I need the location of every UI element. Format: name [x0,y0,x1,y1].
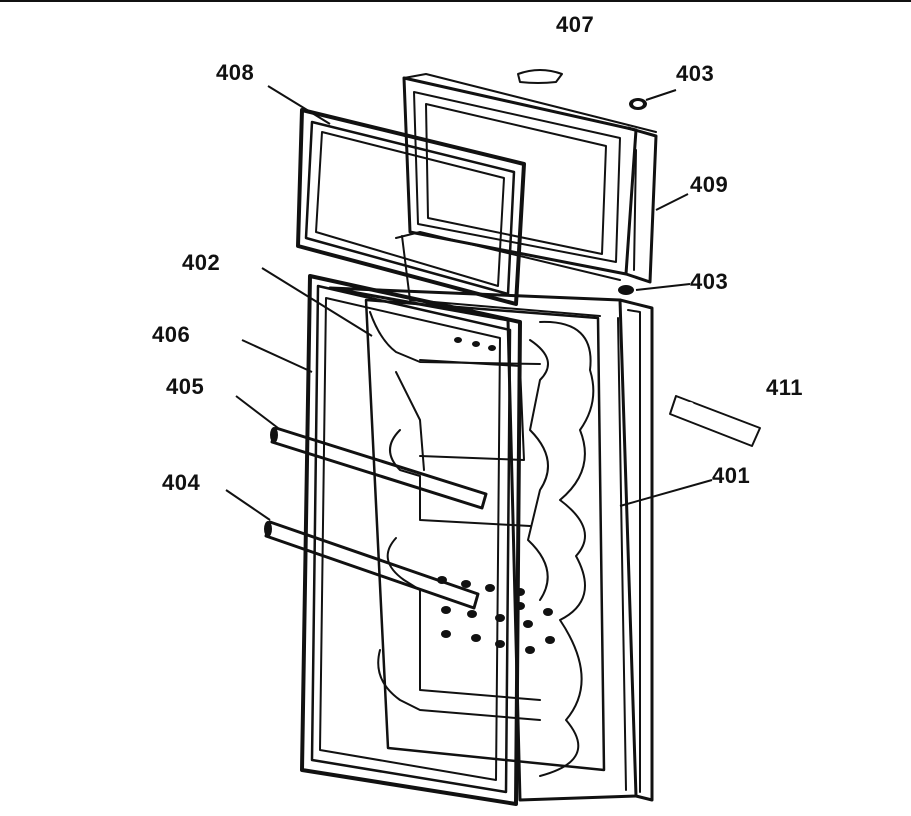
leader-lines [225,85,713,521]
part-409-freezer-door [395,73,658,317]
callout-403-lower: 403 [690,269,729,294]
part-408-freezer-gasket [296,108,526,306]
callout-401: 401 [712,463,751,488]
part-403-lower-hinge-pin [618,285,634,295]
callout-404: 404 [162,470,201,495]
part-407-piece [517,69,563,84]
callout-403-upper: 403 [676,61,715,86]
part-405-door-bar [270,426,488,510]
callout-407: 407 [556,12,595,37]
callout-406: 406 [152,322,191,347]
part-406-fresh-food-gasket [300,274,522,806]
part-403-upper-hinge-pin [629,98,647,110]
callout-411: 411 [766,375,803,400]
callout-402: 402 [182,250,221,275]
part-401-fresh-food-door [328,286,654,802]
callout-408: 408 [216,60,255,85]
callout-405: 405 [166,374,205,399]
callout-409: 409 [690,172,729,197]
part-411-plate [669,395,761,447]
part-404-door-bar [264,520,480,610]
